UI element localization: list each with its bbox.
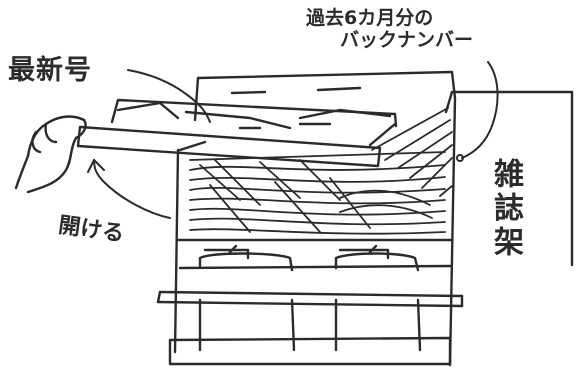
annotation-arrows — [87, 61, 499, 219]
back-numbers-line-1: 過去6カ月分の — [306, 7, 434, 29]
magazine-rack-label: 雑誌架 — [488, 158, 523, 260]
cabinet-body — [173, 70, 457, 367]
back-numbers-arrow — [461, 61, 499, 159]
flap-lid — [76, 98, 398, 168]
latest-issue-arrow — [127, 69, 211, 123]
open-arrow — [93, 159, 171, 219]
hand-icon — [14, 115, 87, 194]
back-issue-stack — [189, 107, 453, 235]
open-arrow-head — [87, 159, 105, 173]
back-numbers-line-2: バックナンバー — [340, 28, 474, 51]
lower-magazines — [198, 244, 422, 352]
back-numbers-label: 過去6カ月分の バックナンバー — [306, 7, 474, 52]
latest-issue-label: 最新号 — [8, 55, 92, 86]
front-rail — [156, 290, 464, 366]
